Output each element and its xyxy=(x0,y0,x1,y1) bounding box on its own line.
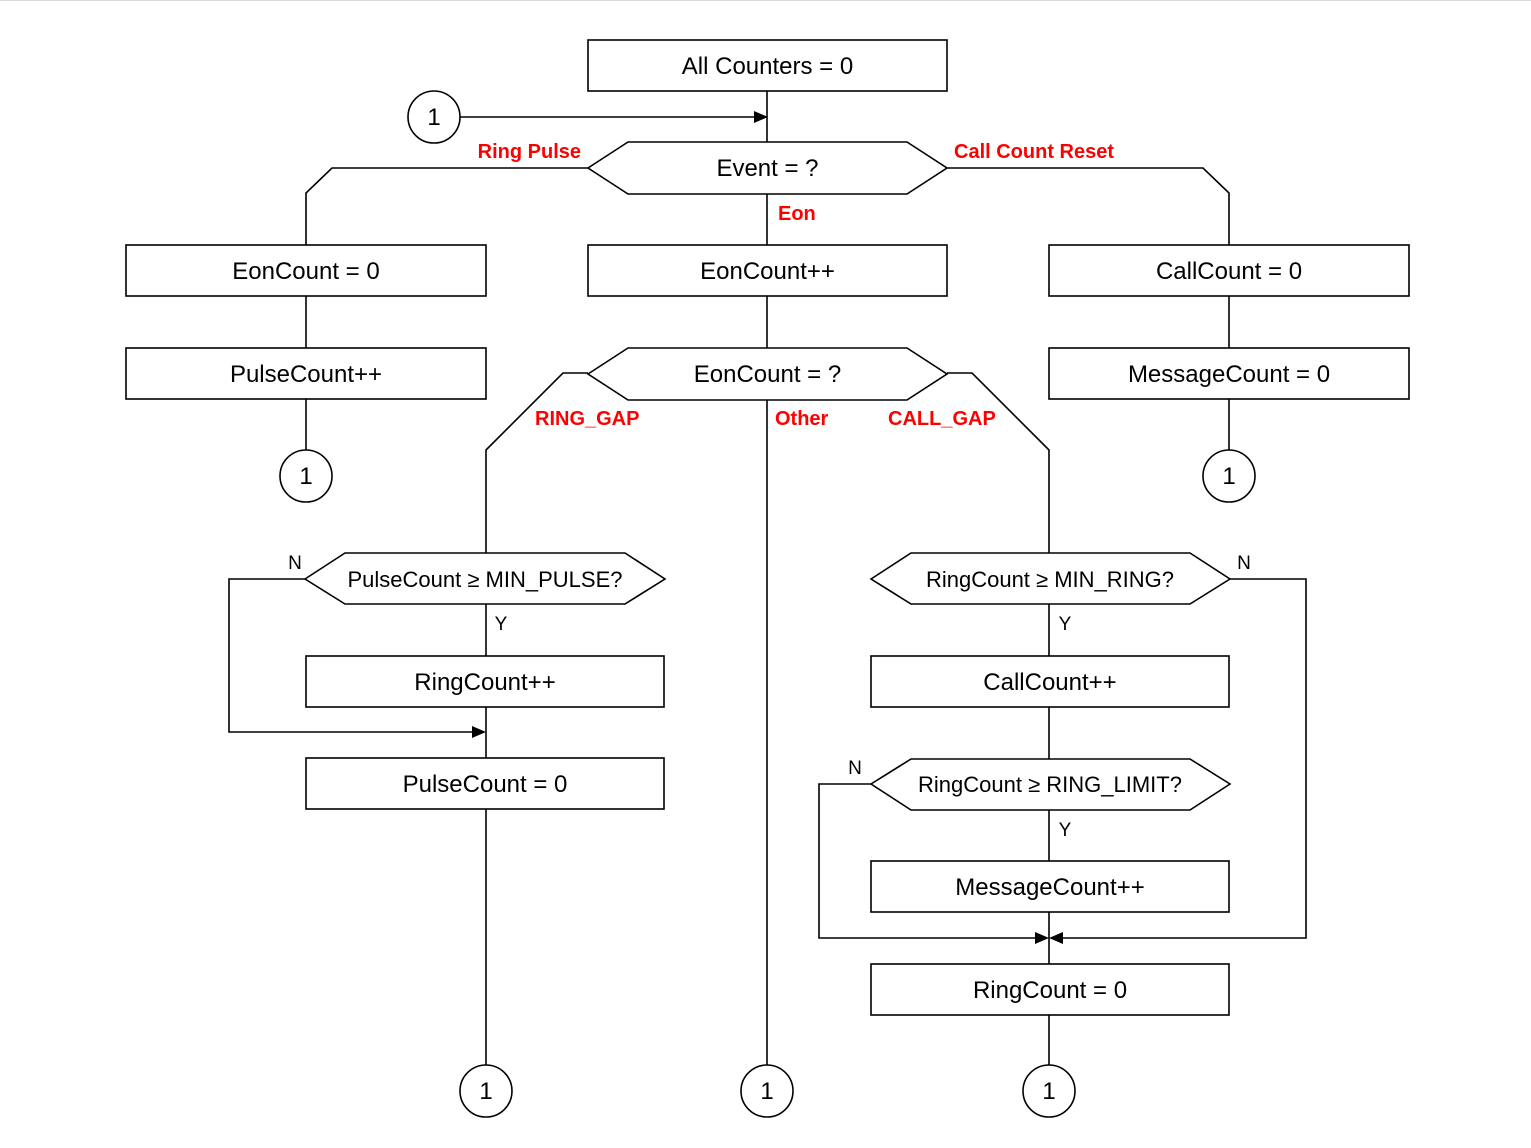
arrowhead-merge-left xyxy=(1035,932,1049,944)
process-label-init: All Counters = 0 xyxy=(682,53,853,80)
process-label-call-inc: CallCount++ xyxy=(983,669,1116,696)
branch-label-ring-no: N xyxy=(1237,553,1251,574)
process-label-eon-inc: EonCount++ xyxy=(700,258,835,285)
arrowhead-loopback xyxy=(754,111,768,123)
process-label-pulse-inc: PulseCount++ xyxy=(230,361,382,388)
process-box-message-inc: MessageCount++ xyxy=(870,860,1230,913)
connector-label-right: 1 xyxy=(1222,463,1235,490)
connector-bottom-center: 1 xyxy=(740,1064,794,1118)
process-label-ring-inc: RingCount++ xyxy=(414,669,555,696)
process-box-pulse-reset: PulseCount = 0 xyxy=(305,757,665,810)
process-label-message-inc: MessageCount++ xyxy=(955,874,1144,901)
decision-label-limit-check: RingCount ≥ RING_LIMIT? xyxy=(918,772,1182,797)
process-box-init: All Counters = 0 xyxy=(587,39,948,92)
arrowhead-pulse-merge xyxy=(472,726,486,738)
decision-eon-count: EonCount = ? xyxy=(586,347,949,401)
process-box-callcount-reset: CallCount = 0 xyxy=(1048,244,1410,297)
branch-labels: N Y N Y N Y xyxy=(288,553,1251,841)
branch-label-limit-yes: Y xyxy=(1059,820,1072,841)
decision-limit-check: RingCount ≥ RING_LIMIT? xyxy=(869,758,1232,811)
decision-ring-check: RingCount ≥ MIN_RING? xyxy=(869,552,1232,605)
decision-event: Event = ? xyxy=(586,141,949,195)
process-box-call-inc: CallCount++ xyxy=(870,655,1230,708)
process-label-eon-reset: EonCount = 0 xyxy=(232,258,379,285)
process-box-ring-inc: RingCount++ xyxy=(305,655,665,708)
top-border xyxy=(0,0,1531,1)
decision-label-event: Event = ? xyxy=(716,155,818,182)
process-box-eon-reset: EonCount = 0 xyxy=(125,244,487,297)
connector-top: 1 xyxy=(407,90,461,144)
case-label-other: Other xyxy=(775,408,829,430)
case-label-call-count-reset: Call Count Reset xyxy=(954,141,1114,163)
process-box-pulse-inc: PulseCount++ xyxy=(125,347,487,400)
arrowhead-merge-right xyxy=(1049,932,1063,944)
edge-call-gap xyxy=(947,372,1050,553)
decision-pulse-check: PulseCount ≥ MIN_PULSE? xyxy=(303,552,667,605)
connector-label-top: 1 xyxy=(427,104,440,131)
branch-label-ring-yes: Y xyxy=(1059,614,1072,635)
process-box-eon-inc: EonCount++ xyxy=(587,244,948,297)
connector-bottom-left: 1 xyxy=(459,1064,513,1118)
edge-ring-gap xyxy=(485,372,588,553)
edge-limitcheck-no xyxy=(818,783,1036,939)
branch-label-pulse-no: N xyxy=(288,553,302,574)
process-box-messagecount-reset: MessageCount = 0 xyxy=(1048,347,1410,400)
connector-label-bottom-left: 1 xyxy=(479,1078,492,1105)
case-label-call-gap: CALL_GAP xyxy=(888,408,996,430)
case-label-eon: Eon xyxy=(778,203,816,225)
decision-label-pulse-check: PulseCount ≥ MIN_PULSE? xyxy=(348,567,623,592)
case-label-ring-gap: RING_GAP xyxy=(535,408,639,430)
edge-ring-pulse xyxy=(305,167,588,245)
connector-label-left: 1 xyxy=(299,463,312,490)
connector-label-bottom-center: 1 xyxy=(760,1078,773,1105)
process-label-callcount-reset: CallCount = 0 xyxy=(1156,258,1302,285)
connector-right: 1 xyxy=(1202,449,1256,503)
connector-label-bottom-right: 1 xyxy=(1042,1078,1055,1105)
process-label-ring-reset: RingCount = 0 xyxy=(973,977,1127,1004)
decision-label-eon-count: EonCount = ? xyxy=(694,361,841,388)
decision-label-ring-check: RingCount ≥ MIN_RING? xyxy=(926,567,1174,592)
case-labels: Ring Pulse Call Count Reset Eon RING_GAP… xyxy=(478,141,1115,430)
edge-call-count-reset xyxy=(947,167,1230,245)
process-label-pulse-reset: PulseCount = 0 xyxy=(403,771,568,798)
case-label-ring-pulse: Ring Pulse xyxy=(478,141,581,163)
process-box-ring-reset: RingCount = 0 xyxy=(870,963,1230,1016)
branch-label-limit-no: N xyxy=(848,758,862,779)
connector-bottom-right: 1 xyxy=(1022,1064,1076,1118)
connector-left: 1 xyxy=(279,449,333,503)
arrowheads xyxy=(472,111,1063,944)
process-label-messagecount-reset: MessageCount = 0 xyxy=(1128,361,1330,388)
edge-ringcheck-no xyxy=(1062,578,1307,939)
branch-label-pulse-yes: Y xyxy=(495,614,508,635)
edge-pulsecheck-no xyxy=(228,578,474,733)
